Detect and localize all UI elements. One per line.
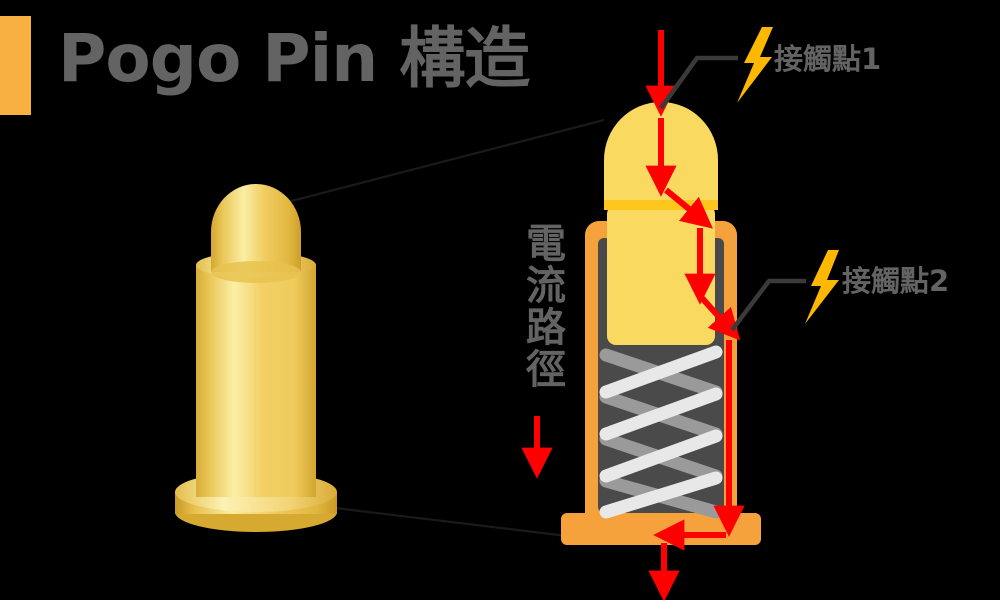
contact-point-1-label: 接觸點1 xyxy=(774,42,882,76)
callout-leader-lines xyxy=(659,55,806,332)
pogo-pin-exterior xyxy=(175,184,337,532)
title-accent-bar xyxy=(0,16,31,115)
contact-point-2-label: 接觸點2 xyxy=(842,264,950,298)
cutaway-plunger-shaft xyxy=(607,205,715,345)
pogo-pin-cutaway xyxy=(561,30,761,600)
bolt-icon-contact-1 xyxy=(737,27,773,103)
pin-barrel xyxy=(196,252,316,497)
arrow-shaft-diagonal xyxy=(699,295,741,341)
leader-contact-2 xyxy=(730,278,806,332)
view-connector-lines xyxy=(275,118,605,542)
current-path-arrows xyxy=(645,30,745,600)
page-title: Pogo Pin 構造 xyxy=(58,20,530,97)
pin-plunger-dome xyxy=(211,184,301,283)
arrow-dome-diagonal xyxy=(664,187,713,229)
spring-coils xyxy=(599,345,723,519)
bolt-icon-contact-2 xyxy=(805,250,839,324)
current-path-label: 電流路徑 xyxy=(519,222,565,390)
leader-contact-1 xyxy=(659,55,738,110)
